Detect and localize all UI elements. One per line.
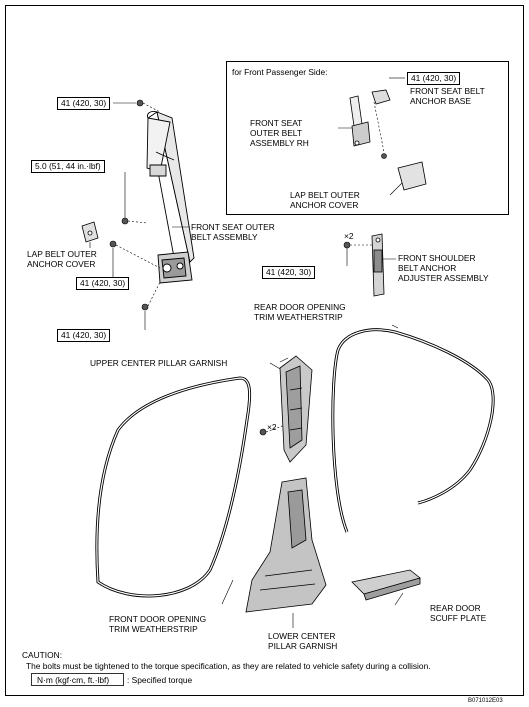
label-rear-door-scuff-plate: REAR DOOR SCUFF PLATE xyxy=(430,603,487,623)
torque-label-upper-anchor: 41 (420, 30) xyxy=(57,97,111,110)
front-door-weatherstrip-drawing xyxy=(95,376,252,598)
alignment-lines xyxy=(115,101,385,433)
rear-door-scuff-plate-drawing xyxy=(351,569,421,601)
qty-shoulder-bolts: ×2 xyxy=(344,231,354,241)
legend-box xyxy=(31,673,124,686)
torque-label-shoulder: 41 (420, 30) xyxy=(262,266,316,279)
shoulder-anchor-adjuster-drawing xyxy=(371,233,385,297)
label-lap-belt-outer-anchor-cover-inset: LAP BELT OUTER ANCHOR COVER xyxy=(290,190,360,210)
caution-title: CAUTION: xyxy=(22,650,63,660)
front-seat-outer-belt-assembly-drawing xyxy=(146,111,195,284)
label-front-door-opening-trim-weatherstrip: FRONT DOOR OPENING TRIM WEATHERSTRIP xyxy=(109,614,207,634)
illustration-code: B071012E03 xyxy=(468,698,503,704)
label-front-seat-outer-belt-assembly: FRONT SEAT OUTER BELT ASSEMBLY xyxy=(191,222,275,242)
inset-belt-drawing xyxy=(349,89,427,191)
upper-center-pillar-garnish-drawing xyxy=(279,355,313,463)
qty-pillar-clips: ×2 xyxy=(267,422,277,432)
legend-unit: N·m (kgf·cm, ft.·lbf) xyxy=(37,675,110,685)
label-lap-belt-outer-anchor-cover: LAP BELT OUTER ANCHOR COVER xyxy=(27,249,97,269)
caution-text: The bolts must be tightened to the torqu… xyxy=(26,661,431,671)
torque-label-floor-anchor: 41 (420, 30) xyxy=(57,329,111,342)
rear-door-weatherstrip-drawing xyxy=(331,328,495,533)
label-rear-door-opening-trim-weatherstrip: REAR DOOR OPENING TRIM WEATHERSTRIP xyxy=(254,302,346,322)
label-front-shoulder-belt-anchor-adjuster: FRONT SHOULDER BELT ANCHOR ADJUSTER ASSE… xyxy=(398,253,489,283)
inset-frame xyxy=(226,61,509,215)
lower-center-pillar-garnish-drawing xyxy=(245,477,327,613)
leader-lines xyxy=(89,77,406,628)
outer-frame xyxy=(5,5,524,696)
lap-belt-outer-anchor-cover-drawing xyxy=(81,221,99,243)
torque-label-5nm: 5.0 (51, 44 in.·lbf) xyxy=(31,160,105,173)
torque-label-lower-anchor: 41 (420, 30) xyxy=(76,277,130,290)
inset-title: for Front Passenger Side: xyxy=(232,67,328,77)
label-lower-center-pillar-garnish: LOWER CENTER PILLAR GARNISH xyxy=(268,631,338,651)
legend-meaning: : Specified torque xyxy=(127,675,193,685)
label-front-seat-outer-belt-assembly-rh: FRONT SEAT OUTER BELT ASSEMBLY RH xyxy=(250,118,309,148)
torque-label-inset: 41 (420, 30) xyxy=(407,72,461,85)
label-upper-center-pillar-garnish: UPPER CENTER PILLAR GARNISH xyxy=(90,358,228,368)
label-front-seat-belt-anchor-base: FRONT SEAT BELT ANCHOR BASE xyxy=(410,86,485,106)
